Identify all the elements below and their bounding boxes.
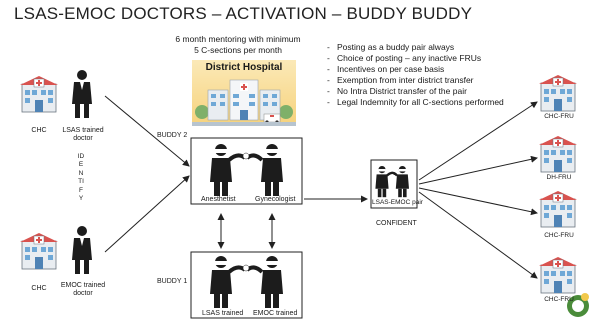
emoc-doctor-icon — [72, 226, 92, 274]
buddy1-emoc-label: EMOC trained — [253, 310, 298, 317]
buddy2-anesthetist-label: Anesthetist — [201, 196, 236, 203]
emoc-doctor-label-line-1: EMOC trained — [60, 282, 106, 289]
arrow-pair-to-fru-1 — [418, 101, 538, 181]
lsas-doctor-label-line-1: LSAS trained — [62, 127, 104, 134]
mentoring-note: 6 month mentoring with minimum 5 C-secti… — [158, 34, 318, 56]
bullet-inter-district-exemption: Exemption from inter district transfer — [327, 75, 537, 86]
slide-title: LSAS-EMOC DOCTORS – ACTIVATION – BUDDY B… — [14, 4, 473, 23]
bullet-legal-indemnity: Legal Indemnity for all C-sections perfo… — [327, 97, 537, 108]
pair-doctors-icon — [375, 166, 409, 198]
buddy2-label: BUDDY 2 — [157, 132, 188, 139]
buddy1-fist-bump-icon — [242, 264, 250, 272]
destination-hospital-icon-2 — [538, 135, 578, 173]
chc-top-icon — [19, 75, 59, 113]
chc-bottom-icon — [19, 232, 59, 270]
chc-bottom-label: CHC — [31, 285, 47, 292]
arrow-lsas-to-buddy2 — [104, 95, 190, 167]
district-hospital-illustration: District Hospital — [192, 60, 296, 126]
buddy2-fist-bump-icon — [242, 152, 250, 160]
destination-label-3: CHC-FRU — [544, 232, 574, 239]
lsas-doctor-label: LSAS trained doctor — [56, 127, 110, 143]
destination-label-2: DH-FRU — [546, 174, 572, 181]
emoc-doctor-label: EMOC trained doctor — [56, 282, 110, 298]
destination-hospital-icon-1 — [538, 74, 578, 112]
buddy2-box — [190, 137, 303, 205]
buddy1-box — [190, 251, 303, 319]
bullet-buddy-pair: Posting as a buddy pair always — [327, 42, 537, 53]
buddy1-lsas-label: LSAS trained — [202, 310, 244, 317]
chc-top-label: CHC — [31, 127, 47, 134]
buddy1-label: BUDDY 1 — [157, 278, 188, 285]
district-hospital-icon — [192, 79, 296, 126]
bullet-choice-of-posting: Choice of posting – any inactive FRUs — [327, 53, 537, 64]
buddy2-gynecologist-label: Gynecologist — [255, 196, 296, 203]
mentoring-line-2: 5 C-sections per month — [194, 45, 282, 55]
arrow-pair-to-fru-4 — [418, 191, 538, 279]
lsas-doctor-icon — [72, 70, 92, 118]
destination-hospital-icon-4 — [538, 256, 578, 294]
destination-hospital-icon-3 — [538, 190, 578, 228]
corner-logo-icon — [567, 293, 589, 317]
arrow-emoc-to-buddy2 — [104, 175, 190, 253]
emoc-doctor-label-line-2: doctor — [73, 290, 93, 297]
identify-vertical-label: IDENTIFY — [77, 153, 85, 203]
destination-label-1: CHC-FRU — [544, 113, 574, 120]
destination-label-4: CHC-FRU — [544, 296, 574, 303]
bullet-no-intra-district-transfer: No Intra District transfer of the pair — [327, 86, 537, 97]
pair-status-label: CONFIDENT — [376, 220, 417, 227]
arrow-pair-to-fru-2 — [418, 155, 538, 185]
district-hospital-title: District Hospital — [205, 62, 283, 73]
bullet-incentives: Incentives on per case basis — [327, 64, 537, 75]
policy-bullet-list: Posting as a buddy pair always Choice of… — [327, 42, 537, 108]
arrow-pair-to-fru-3 — [418, 187, 538, 216]
pair-label: LSAS-EMOC pair — [372, 199, 423, 206]
lsas-doctor-label-line-2: doctor — [73, 135, 93, 142]
mentoring-line-1: 6 month mentoring with minimum — [175, 34, 301, 44]
